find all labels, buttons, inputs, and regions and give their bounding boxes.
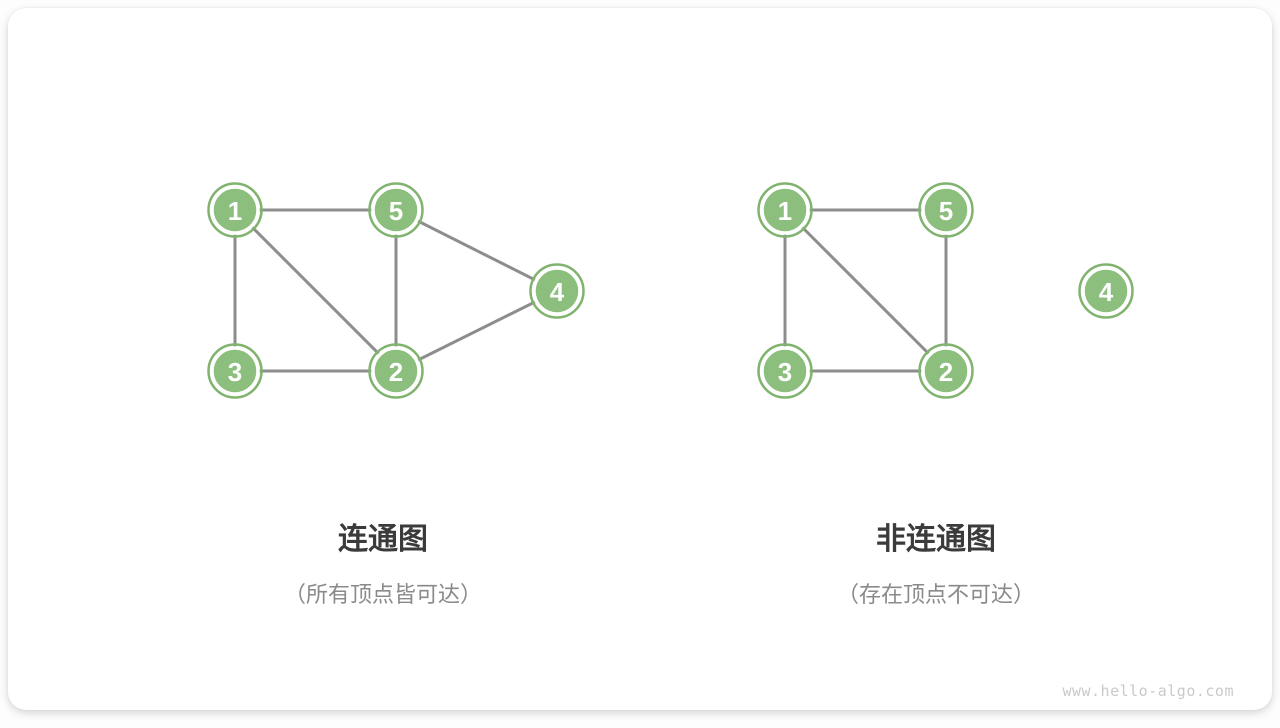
graph-node-3: 3	[757, 343, 813, 399]
disconnected-graph-title: 非连通图	[876, 523, 996, 556]
node-label: 1	[228, 196, 242, 226]
node-label: 2	[939, 357, 953, 387]
node-label: 2	[389, 357, 403, 387]
node-outer-ring	[368, 182, 424, 238]
node-outer-ring	[757, 182, 813, 238]
node-outer-ring	[757, 343, 813, 399]
graph-edge-2-4	[395, 289, 558, 373]
node-outer-ring	[918, 343, 974, 399]
node-label: 4	[1099, 277, 1114, 307]
disconnected-graph: 1 5 4 3 2	[757, 182, 1134, 399]
graph-node-4: 4	[529, 263, 585, 319]
graphs-canvas: 1 5 4 3 2 1 5 4 3 2	[207, 182, 1134, 399]
graph-node-2: 2	[368, 343, 424, 399]
node-label: 3	[778, 357, 792, 387]
disconnected-graph-subtitle: （存在顶点不可达）	[836, 582, 1035, 607]
node-outer-ring	[1078, 263, 1134, 319]
left-caption: 连通图 （所有顶点皆可达）	[133, 524, 633, 608]
right-caption: 非连通图 （存在顶点不可达）	[686, 524, 1186, 608]
node-label: 4	[550, 277, 565, 307]
graph-node-4: 4	[1078, 263, 1134, 319]
node-label: 5	[939, 196, 953, 226]
node-circle	[532, 266, 582, 316]
graph-edge-5-4	[395, 208, 558, 293]
node-label: 5	[389, 196, 403, 226]
node-circle	[760, 346, 810, 396]
graph-node-2: 2	[918, 343, 974, 399]
graph-node-1: 1	[207, 182, 263, 238]
node-circle	[921, 346, 971, 396]
node-circle	[371, 185, 421, 235]
node-label: 1	[778, 196, 792, 226]
graph-edge-1-2	[783, 208, 948, 373]
node-circle	[760, 185, 810, 235]
graph-node-5: 5	[918, 182, 974, 238]
node-label: 3	[228, 357, 242, 387]
connected-graph-subtitle: （所有顶点皆可达）	[283, 582, 482, 607]
node-outer-ring	[207, 182, 263, 238]
graph-edge-1-2	[233, 208, 398, 373]
node-circle	[210, 185, 260, 235]
graph-node-1: 1	[757, 182, 813, 238]
node-circle	[371, 346, 421, 396]
node-outer-ring	[529, 263, 585, 319]
node-circle	[210, 346, 260, 396]
node-outer-ring	[918, 182, 974, 238]
node-outer-ring	[368, 343, 424, 399]
graph-node-3: 3	[207, 343, 263, 399]
graph-node-5: 5	[368, 182, 424, 238]
connected-graph-title: 连通图	[338, 523, 428, 556]
node-outer-ring	[207, 343, 263, 399]
connected-graph: 1 5 4 3 2	[207, 182, 585, 399]
node-circle	[1081, 266, 1131, 316]
watermark: www.hello-algo.com	[1062, 682, 1234, 700]
node-circle	[921, 185, 971, 235]
